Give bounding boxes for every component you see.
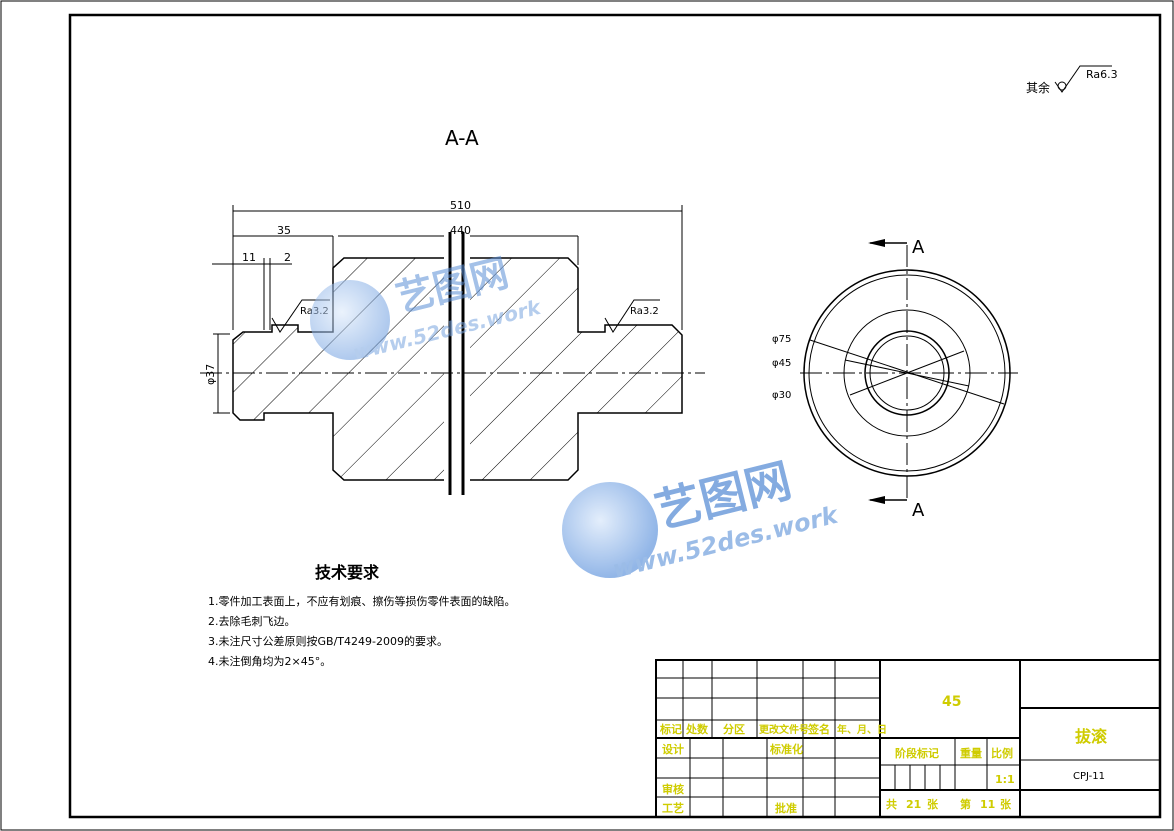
label-process: 工艺 <box>662 801 684 815</box>
sheets-total-prefix: 共 <box>886 797 897 811</box>
label-review: 审核 <box>662 782 684 796</box>
tech-item-3: 3.未注尺寸公差原则按GB/T4249-2009的要求。 <box>208 634 448 648</box>
section-label: A-A <box>445 126 479 150</box>
rev-header-date: 年、月、日 <box>837 723 887 736</box>
tech-requirements: 技术要求 1.零件加工表面上，不应有划痕、擦伤等损伤零件表面的缺陷。 2.去除毛… <box>208 563 516 668</box>
tech-item-2: 2.去除毛刺飞边。 <box>208 614 296 628</box>
drawing-number: CPJ-11 <box>1073 771 1105 782</box>
watermark-bottom: 艺图网 www.52des.work <box>562 453 842 584</box>
roughness-other-value: Ra6.3 <box>1086 68 1118 81</box>
dim-chamfer-b: 2 <box>284 251 291 264</box>
watermark-globe-icon-2 <box>562 482 658 578</box>
label-scale: 比例 <box>991 746 1013 760</box>
dim-left: 35 <box>277 224 291 237</box>
scale-value: 1:1 <box>995 773 1015 786</box>
dim-diameter: φ37 <box>204 364 217 385</box>
sheets-unit: 张 <box>927 797 939 811</box>
rev-header-sign: 签名 <box>807 722 830 736</box>
material: 45 <box>942 694 961 710</box>
label-approve: 批准 <box>775 801 797 815</box>
roughness-mark-right: Ra3.2 <box>630 306 659 317</box>
roughness-other-prefix: 其余 <box>1026 80 1050 95</box>
side-dim-d3: φ30 <box>772 390 791 401</box>
drawing-frame <box>68 13 1162 819</box>
side-label-bottom: A <box>912 500 925 521</box>
tech-item-1: 1.零件加工表面上，不应有划痕、擦伤等损伤零件表面的缺陷。 <box>208 594 516 608</box>
dim-main: 440 <box>450 224 471 237</box>
side-dim-d1: φ75 <box>772 334 791 345</box>
sheets-unit-2: 张 <box>1000 797 1012 811</box>
sheets-current: 11 <box>980 798 995 811</box>
dim-total: 510 <box>450 199 471 212</box>
label-stage-mark: 阶段标记 <box>895 746 939 760</box>
tech-title: 技术要求 <box>315 563 380 582</box>
section-arrow-bottom <box>868 496 885 504</box>
section-arrow-top <box>868 239 885 247</box>
side-dim-d2: φ45 <box>772 358 791 369</box>
roughness-other: 其余 Ra6.3 <box>1026 65 1118 95</box>
watermark-globe-icon <box>310 280 390 360</box>
label-weight: 重量 <box>960 746 982 760</box>
rev-header-zone: 分区 <box>723 722 745 736</box>
dim-chamfer-a: 11 <box>242 251 256 264</box>
tech-item-4: 4.未注倒角均为2×45°。 <box>208 654 331 668</box>
rev-header-count: 处数 <box>685 722 709 736</box>
sheets-total: 21 <box>906 798 921 811</box>
sheets-current-prefix: 第 <box>960 797 971 811</box>
rev-header-doc: 更改文件号 <box>759 723 809 736</box>
rev-header-mark: 标记 <box>659 722 682 736</box>
label-standardize: 标准化 <box>769 742 803 756</box>
title-block: 标记 处数 分区 更改文件号 签名 年、月、日 设计 标准化 审核 工艺 批准 … <box>655 659 1161 818</box>
side-label-top: A <box>912 237 925 258</box>
label-design: 设计 <box>662 742 684 756</box>
side-view <box>800 242 1018 501</box>
part-name: 拔滚 <box>1075 727 1108 746</box>
